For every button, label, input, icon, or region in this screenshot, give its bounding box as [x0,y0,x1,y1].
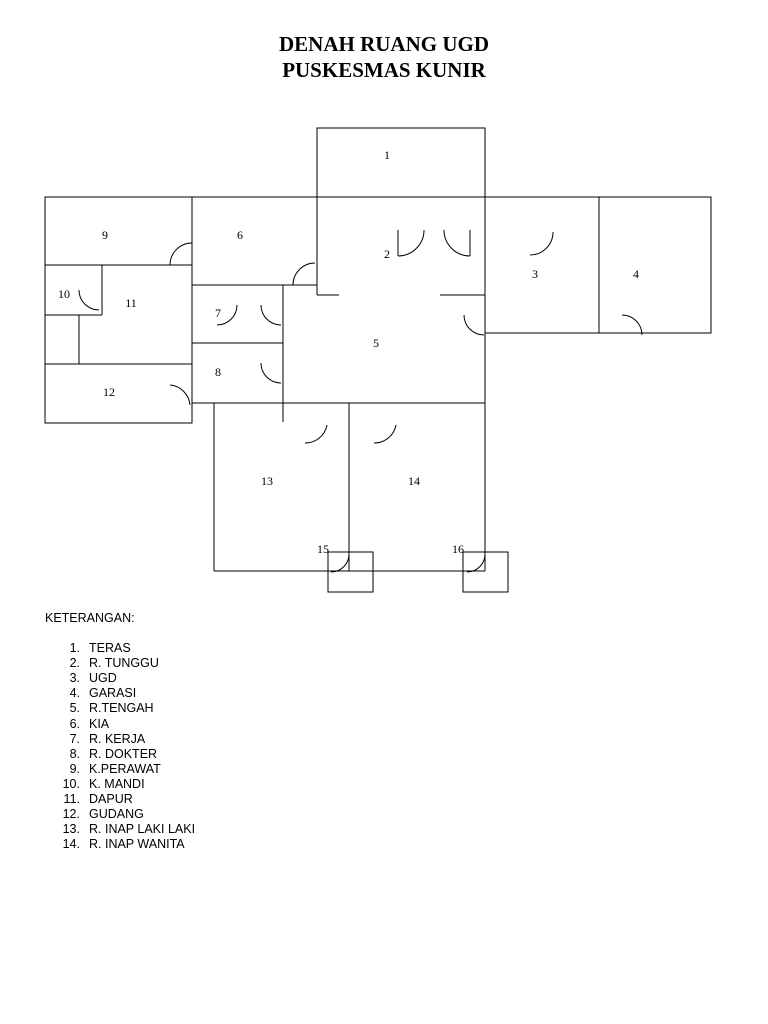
room-6-label: 6 [237,228,243,242]
room-15-label: 15 [317,542,329,556]
legend-item-label: R. KERJA [89,731,146,746]
legend-item-number: 7. [69,731,80,746]
legend-item-label: R. TUNGGU [89,656,159,671]
room-15-outline [327,551,374,593]
legend-item-label: R. INAP WANITA [89,837,185,852]
room-16-label: 16 [452,542,464,556]
door-arc [260,304,282,326]
legend-item-number: 14. [62,837,80,852]
room-14-label: 14 [408,474,420,488]
legend-item-number: 2. [69,656,80,671]
room-2-label: 2 [384,247,390,261]
legend-item-label: R. DOKTER [89,746,158,761]
door-arc [169,384,191,406]
legend-item-number: 8. [69,746,80,761]
legend-item-label: DAPUR [89,792,133,807]
legend-item: 5. R.TENGAH [45,701,195,716]
legend-item-label: R. INAP LAKI LAKI [89,822,196,837]
door-arc [397,229,425,257]
left-wing-outline [44,196,193,424]
room-3-label: 3 [532,267,538,281]
legend-item: 10. K. MANDI [45,777,195,792]
door-arc [216,304,238,326]
legend-item-number: 11. [63,792,80,807]
legend-item: 4. GARASI [45,686,195,701]
door-arc [443,229,471,257]
legend-item-number: 13. [62,822,80,837]
room-11-label: 11 [125,296,137,310]
page-title-line1: DENAH RUANG UGD [279,32,489,56]
legend-item-label: GARASI [89,686,137,701]
legend-item: 12. GUDANG [45,807,195,822]
room-8-label: 8 [215,365,221,379]
legend-item: 6. KIA [45,717,195,732]
door-arc [304,424,328,444]
legend-list: 1. TERAS 2. R. TUNGGU 3. UGD 4. GARASI 5. R.T… [45,641,195,852]
legend-item: 9. K.PERAWAT [45,762,195,777]
room-1-outline [316,127,486,198]
legend-item-label: R.TENGAH [89,701,154,716]
door-arc [292,262,316,286]
legend-item-label: UGD [89,671,117,686]
room-9-label: 9 [102,228,108,242]
walls [44,127,712,593]
legend-item-label: KIA [89,716,110,731]
door-arc [463,314,485,336]
legend-item: 8. R. DOKTER [45,747,195,762]
legend-item-label: TERAS [89,641,131,656]
legend-item-number: 9. [69,761,80,776]
page-title-line2: PUSKESMAS KUNIR [282,58,486,82]
door-arc [529,231,554,256]
doors [78,229,643,573]
door-arc [169,242,193,266]
legend-item: 11. DAPUR [45,792,195,807]
legend-item-number: 5. [69,701,80,716]
door-arc [621,314,643,336]
legend-item-number: 3. [69,671,80,686]
legend-heading: KETERANGAN: [45,611,135,625]
door-arc [466,553,486,573]
room-5-label: 5 [373,336,379,350]
legend-item-number: 6. [69,716,80,731]
legend-item: 3. UGD [45,671,195,686]
room-4-label: 4 [633,267,639,281]
room-1-label: 1 [384,148,390,162]
room-12-label: 12 [103,385,115,399]
door-arc [260,362,282,384]
legend-item: 13. R. INAP LAKI LAKI [45,822,195,837]
legend-item-number: 10. [62,776,80,791]
room-10-label: 10 [58,287,70,301]
legend-item: 1. TERAS [45,641,195,656]
door-arc [78,289,100,311]
legend-item-number: 1. [69,641,80,656]
legend-item: 7. R. KERJA [45,732,195,747]
legend-item-label: GUDANG [89,807,144,822]
floor-plan: 1 2 3 4 5 6 7 8 9 10 11 12 13 14 15 16 [44,127,712,593]
legend-item-number: 12. [62,807,80,822]
room-4-outline [598,196,712,334]
door-arc [330,553,350,573]
room-16-outline [462,551,509,593]
legend-item-label: K. MANDI [89,776,145,791]
legend-item: 2. R. TUNGGU [45,656,195,671]
legend: KETERANGAN: 1. TERAS 2. R. TUNGGU 3. UGD 4.… [45,611,195,852]
door-arc [373,424,397,444]
room-3-outline [484,196,600,334]
legend-item: 14. R. INAP WANITA [45,837,195,852]
legend-item-number: 4. [69,686,80,701]
room-7-label: 7 [215,306,221,320]
room-13-label: 13 [261,474,273,488]
legend-item-label: K.PERAWAT [89,761,161,776]
